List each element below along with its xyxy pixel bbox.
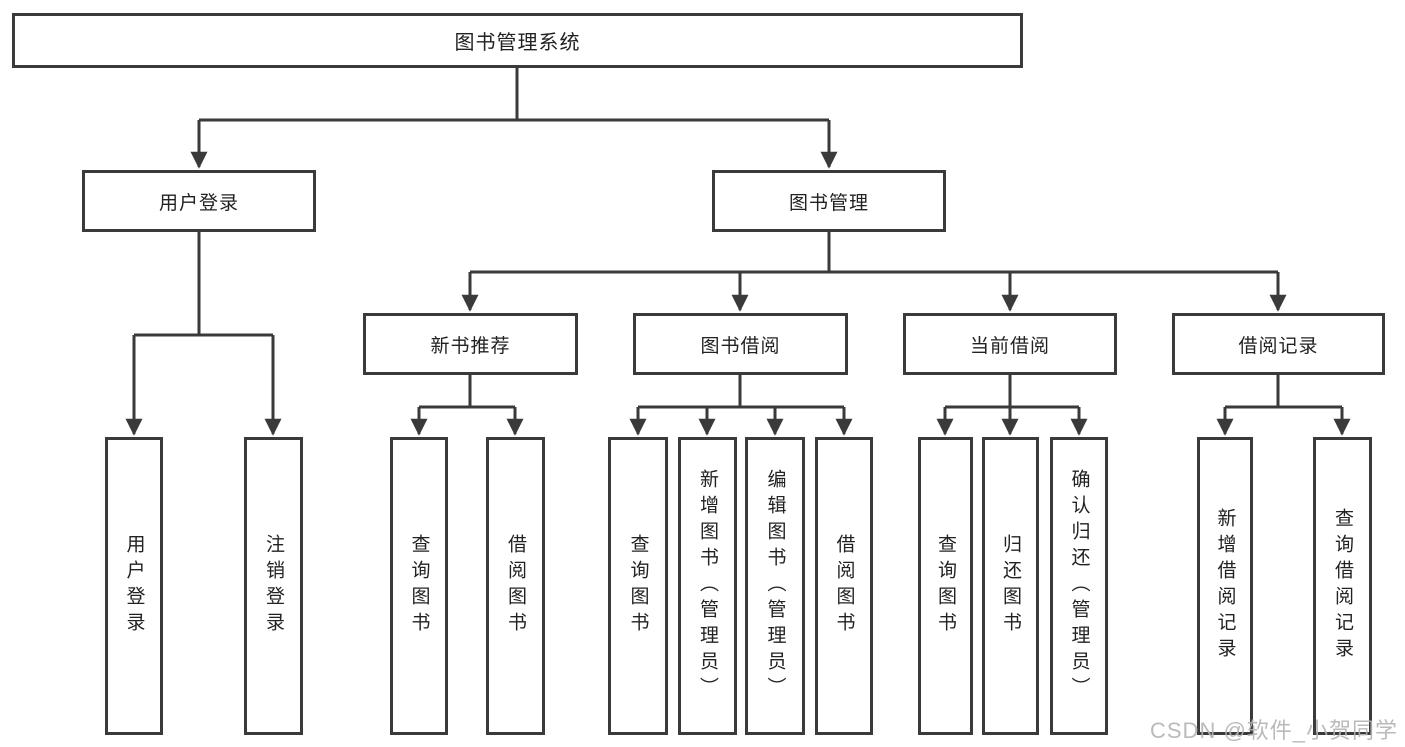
leaf-current-return-books-label: 归还图书 <box>1000 534 1021 638</box>
leaf-records-query-record: 查询借阅记录 <box>1313 437 1372 735</box>
leaf-current-query-books: 查询图书 <box>918 437 973 735</box>
leaf-current-query-books-label: 查询图书 <box>935 534 956 638</box>
node-book-mgmt: 图书管理 <box>712 170 946 232</box>
node-user-login: 用户登录 <box>82 170 316 232</box>
leaf-user-login-label: 用户登录 <box>123 534 145 638</box>
leaf-borrow-edit-books-admin-label: 编辑图书（管理员） <box>764 469 786 703</box>
leaf-recommend-query-books-label: 查询图书 <box>408 534 430 638</box>
leaf-records-add-record: 新增借阅记录 <box>1197 437 1253 735</box>
leaf-borrow-borrow-books: 借阅图书 <box>815 437 873 735</box>
leaf-records-add-record-label: 新增借阅记录 <box>1214 508 1236 664</box>
leaf-records-query-record-label: 查询借阅记录 <box>1332 508 1353 664</box>
leaf-borrow-add-books-admin: 新增图书（管理员） <box>678 437 737 735</box>
node-current-borrow-label: 当前借阅 <box>969 335 1050 357</box>
leaf-logout-label: 注销登录 <box>263 534 284 638</box>
node-book-mgmt-label: 图书管理 <box>788 192 869 214</box>
leaf-logout: 注销登录 <box>244 437 303 735</box>
node-user-login-label: 用户登录 <box>158 192 239 214</box>
leaf-current-confirm-return-admin: 确认归还（管理员） <box>1050 437 1108 735</box>
node-book-borrow: 图书借阅 <box>633 313 848 375</box>
leaf-current-return-books: 归还图书 <box>982 437 1039 735</box>
node-root: 图书管理系统 <box>12 13 1023 68</box>
node-new-book-recommend: 新书推荐 <box>363 313 578 375</box>
watermark-text: CSDN @软件_小贺同学 <box>1150 718 1399 743</box>
node-root-label: 图书管理系统 <box>454 32 581 54</box>
leaf-borrow-query-books: 查询图书 <box>608 437 668 735</box>
node-new-book-recommend-label: 新书推荐 <box>430 335 511 357</box>
leaf-borrow-add-books-admin-label: 新增图书（管理员） <box>697 469 718 703</box>
node-borrow-records-label: 借阅记录 <box>1238 335 1319 357</box>
leaf-borrow-edit-books-admin: 编辑图书（管理员） <box>745 437 805 735</box>
node-current-borrow: 当前借阅 <box>903 313 1117 375</box>
leaf-recommend-borrow-books: 借阅图书 <box>486 437 545 735</box>
leaf-user-login: 用户登录 <box>105 437 163 735</box>
leaf-recommend-query-books: 查询图书 <box>390 437 448 735</box>
leaf-borrow-query-books-label: 查询图书 <box>627 534 649 638</box>
leaf-current-confirm-return-admin-label: 确认归还（管理员） <box>1068 469 1090 703</box>
leaf-borrow-borrow-books-label: 借阅图书 <box>833 534 855 638</box>
leaf-recommend-borrow-books-label: 借阅图书 <box>505 534 526 638</box>
node-book-borrow-label: 图书借阅 <box>700 335 781 357</box>
node-borrow-records: 借阅记录 <box>1172 313 1385 375</box>
